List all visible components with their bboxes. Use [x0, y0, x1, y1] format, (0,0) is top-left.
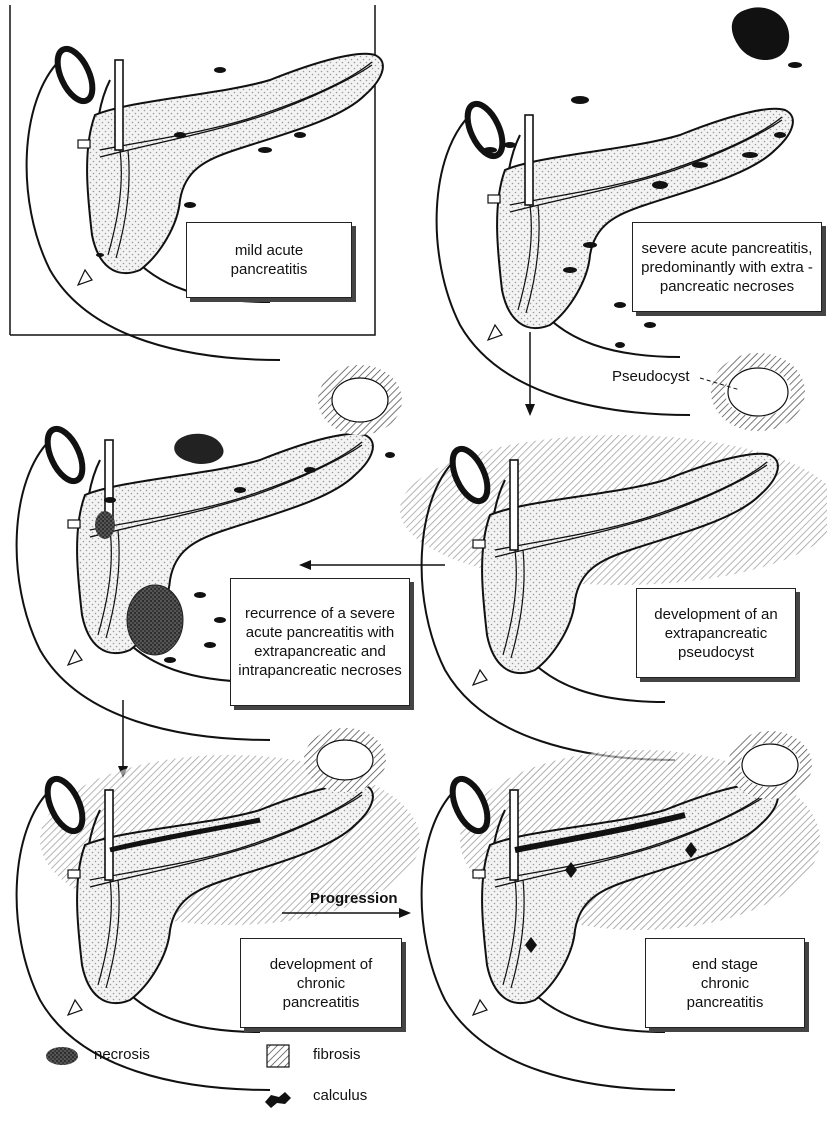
pseudocyst-label: Pseudocyst: [612, 368, 690, 385]
legend-necrosis-label: necrosis: [94, 1046, 150, 1063]
caption-endstage-text: end stage chronic pancreatitis: [687, 955, 764, 1012]
caption-mild-text: mild acute pancreatitis: [231, 241, 308, 279]
caption-recurrence: recurrence of a severe acute pancreatiti…: [230, 578, 410, 706]
caption-pseudocyst: development of an extrapancreatic pseudo…: [636, 588, 796, 678]
legend-calculus-label: calculus: [313, 1087, 367, 1104]
fibrosis-icon: [267, 1045, 289, 1067]
caption-chronic: development of chronic pancreatitis: [240, 938, 402, 1028]
caption-endstage: end stage chronic pancreatitis: [645, 938, 805, 1028]
panel-mild-illustration: [27, 44, 383, 360]
caption-pseudocyst-text: development of an extrapancreatic pseudo…: [654, 605, 777, 662]
caption-severe-text: severe acute pancreatitis, predominantly…: [641, 239, 813, 296]
necrosis-blob: [732, 7, 789, 60]
necrosis-blob: [174, 434, 223, 464]
arrow-head: [525, 404, 535, 416]
caption-mild: mild acute pancreatitis: [186, 222, 352, 298]
legend-fibrosis-label: fibrosis: [313, 1046, 361, 1063]
progression-label: Progression: [310, 890, 398, 907]
caption-recurrence-text: recurrence of a severe acute pancreatiti…: [238, 604, 401, 680]
necrosis-icon: [46, 1047, 78, 1065]
calculus-icon: [265, 1092, 291, 1108]
caption-severe: severe acute pancreatitis, predominantly…: [632, 222, 822, 312]
caption-chronic-text: development of chronic pancreatitis: [270, 955, 373, 1012]
